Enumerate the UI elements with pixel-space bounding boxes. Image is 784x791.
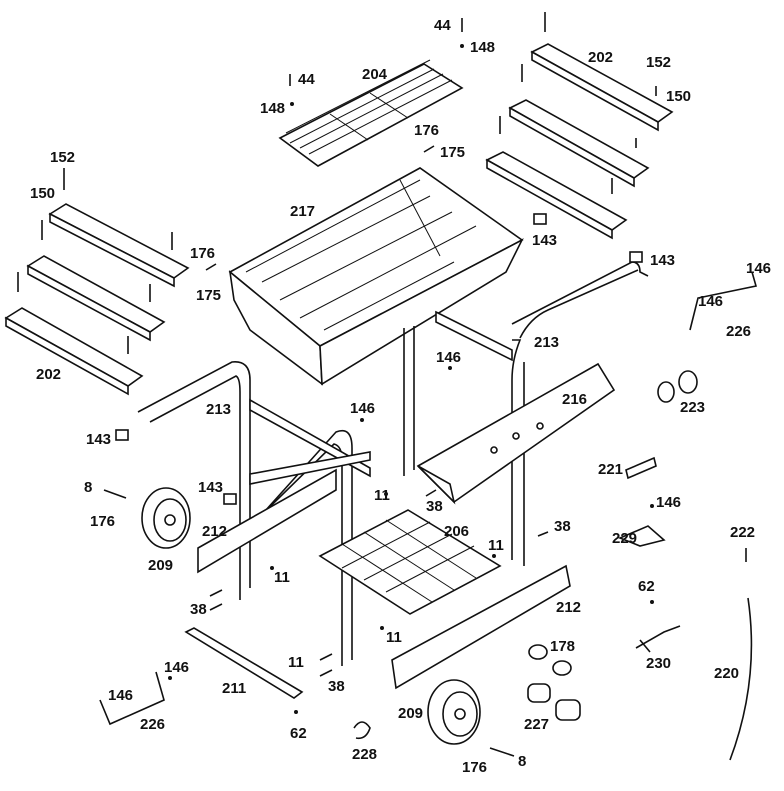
label-221: 221 (598, 461, 623, 478)
label-150: 150 (30, 185, 55, 202)
wheel-right (427, 679, 481, 745)
label-143: 143 (650, 252, 675, 269)
control-panel (416, 362, 616, 505)
label-143: 143 (532, 232, 557, 249)
label-146: 146 (656, 494, 681, 511)
label-38: 38 (190, 601, 207, 618)
label-211: 211 (222, 680, 246, 697)
label-152: 152 (50, 149, 75, 166)
label-44: 44 (298, 71, 315, 88)
label-222: 222 (730, 524, 755, 541)
label-209: 209 (398, 705, 423, 722)
handle-left (99, 671, 165, 726)
label-206: 206 (444, 523, 469, 540)
label-146: 146 (108, 687, 133, 704)
label-229: 229 (612, 530, 637, 547)
label-217: 217 (290, 203, 315, 220)
label-44: 44 (434, 17, 451, 34)
label-212: 212 (202, 523, 227, 540)
shelf-boards-right (485, 43, 674, 240)
label-227: 227 (524, 716, 549, 733)
cart-frame (137, 261, 649, 690)
label-11: 11 (488, 537, 504, 554)
label-11: 11 (288, 654, 304, 671)
label-11: 11 (274, 569, 290, 586)
label-148: 148 (260, 100, 285, 117)
label-146: 146 (350, 400, 375, 417)
bottom-grate (318, 509, 502, 615)
label-216: 216 (562, 391, 587, 408)
label-226: 226 (140, 716, 165, 733)
label-220: 220 (714, 665, 739, 682)
label-38: 38 (554, 518, 571, 535)
label-38: 38 (426, 498, 443, 515)
label-212: 212 (556, 599, 581, 616)
label-175: 175 (196, 287, 221, 304)
label-143: 143 (198, 479, 223, 496)
label-146: 146 (164, 659, 189, 676)
cooking-grate (278, 59, 464, 167)
label-176: 176 (462, 759, 487, 776)
wheel-left (141, 487, 191, 549)
label-209: 209 (148, 557, 173, 574)
part-labels: 44 148 202 152 150 44 204 148 176 175 15… (30, 17, 771, 776)
label-11: 11 (374, 487, 390, 504)
label-202: 202 (36, 366, 61, 383)
label-178: 178 (550, 638, 575, 655)
label-152: 152 (646, 54, 671, 71)
label-62: 62 (290, 725, 307, 742)
label-8: 8 (518, 753, 526, 770)
handle-right (689, 271, 758, 331)
label-146: 146 (436, 349, 461, 366)
label-62: 62 (638, 578, 655, 595)
label-213: 213 (534, 334, 559, 351)
label-146: 146 (746, 260, 771, 277)
label-8: 8 (84, 479, 92, 496)
label-143: 143 (86, 431, 111, 448)
label-176: 176 (90, 513, 115, 530)
label-175: 175 (440, 144, 465, 161)
label-226: 226 (726, 323, 751, 340)
label-150: 150 (666, 88, 691, 105)
label-176: 176 (190, 245, 215, 262)
label-148: 148 (470, 39, 495, 56)
small-hardware (103, 213, 753, 761)
label-228: 228 (352, 746, 377, 763)
label-202: 202 (588, 49, 613, 66)
label-213: 213 (206, 401, 231, 418)
label-223: 223 (680, 399, 705, 416)
label-204: 204 (362, 66, 388, 83)
screw-markers (17, 12, 657, 714)
support-bar (184, 627, 304, 699)
label-230: 230 (646, 655, 671, 672)
label-11: 11 (386, 629, 402, 646)
label-38: 38 (328, 678, 345, 695)
label-146: 146 (698, 293, 723, 310)
shelf-boards-left (4, 203, 190, 396)
label-176: 176 (414, 122, 439, 139)
firebox (228, 167, 524, 386)
